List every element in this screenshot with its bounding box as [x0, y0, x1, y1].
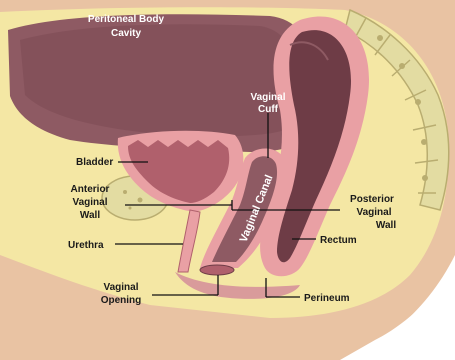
label-anterior-line1: Anterior	[71, 184, 110, 195]
label-opening-line2: Opening	[101, 295, 142, 306]
label-opening-line1: Vaginal	[103, 282, 138, 293]
vaginal-opening-organ	[200, 265, 234, 275]
label-posterior-line1: Posterior	[350, 194, 394, 205]
label-bladder: Bladder	[76, 157, 113, 168]
label-posterior-line3: Wall	[376, 220, 396, 231]
label-urethra: Urethra	[68, 240, 104, 251]
label-rectum: Rectum	[320, 235, 357, 246]
label-posterior-line2: Vaginal	[356, 207, 391, 218]
label-anterior-line2: Vaginal	[72, 197, 107, 208]
label-perineum: Perineum	[304, 293, 350, 304]
label-vaginal-cuff-line1: Vaginal	[250, 92, 285, 103]
label-peritoneal-line1: Peritoneal Body	[88, 14, 165, 25]
label-peritoneal-line2: Cavity	[111, 28, 141, 39]
label-anterior-line3: Wall	[80, 210, 100, 221]
label-vaginal-cuff-line2: Cuff	[258, 104, 279, 115]
